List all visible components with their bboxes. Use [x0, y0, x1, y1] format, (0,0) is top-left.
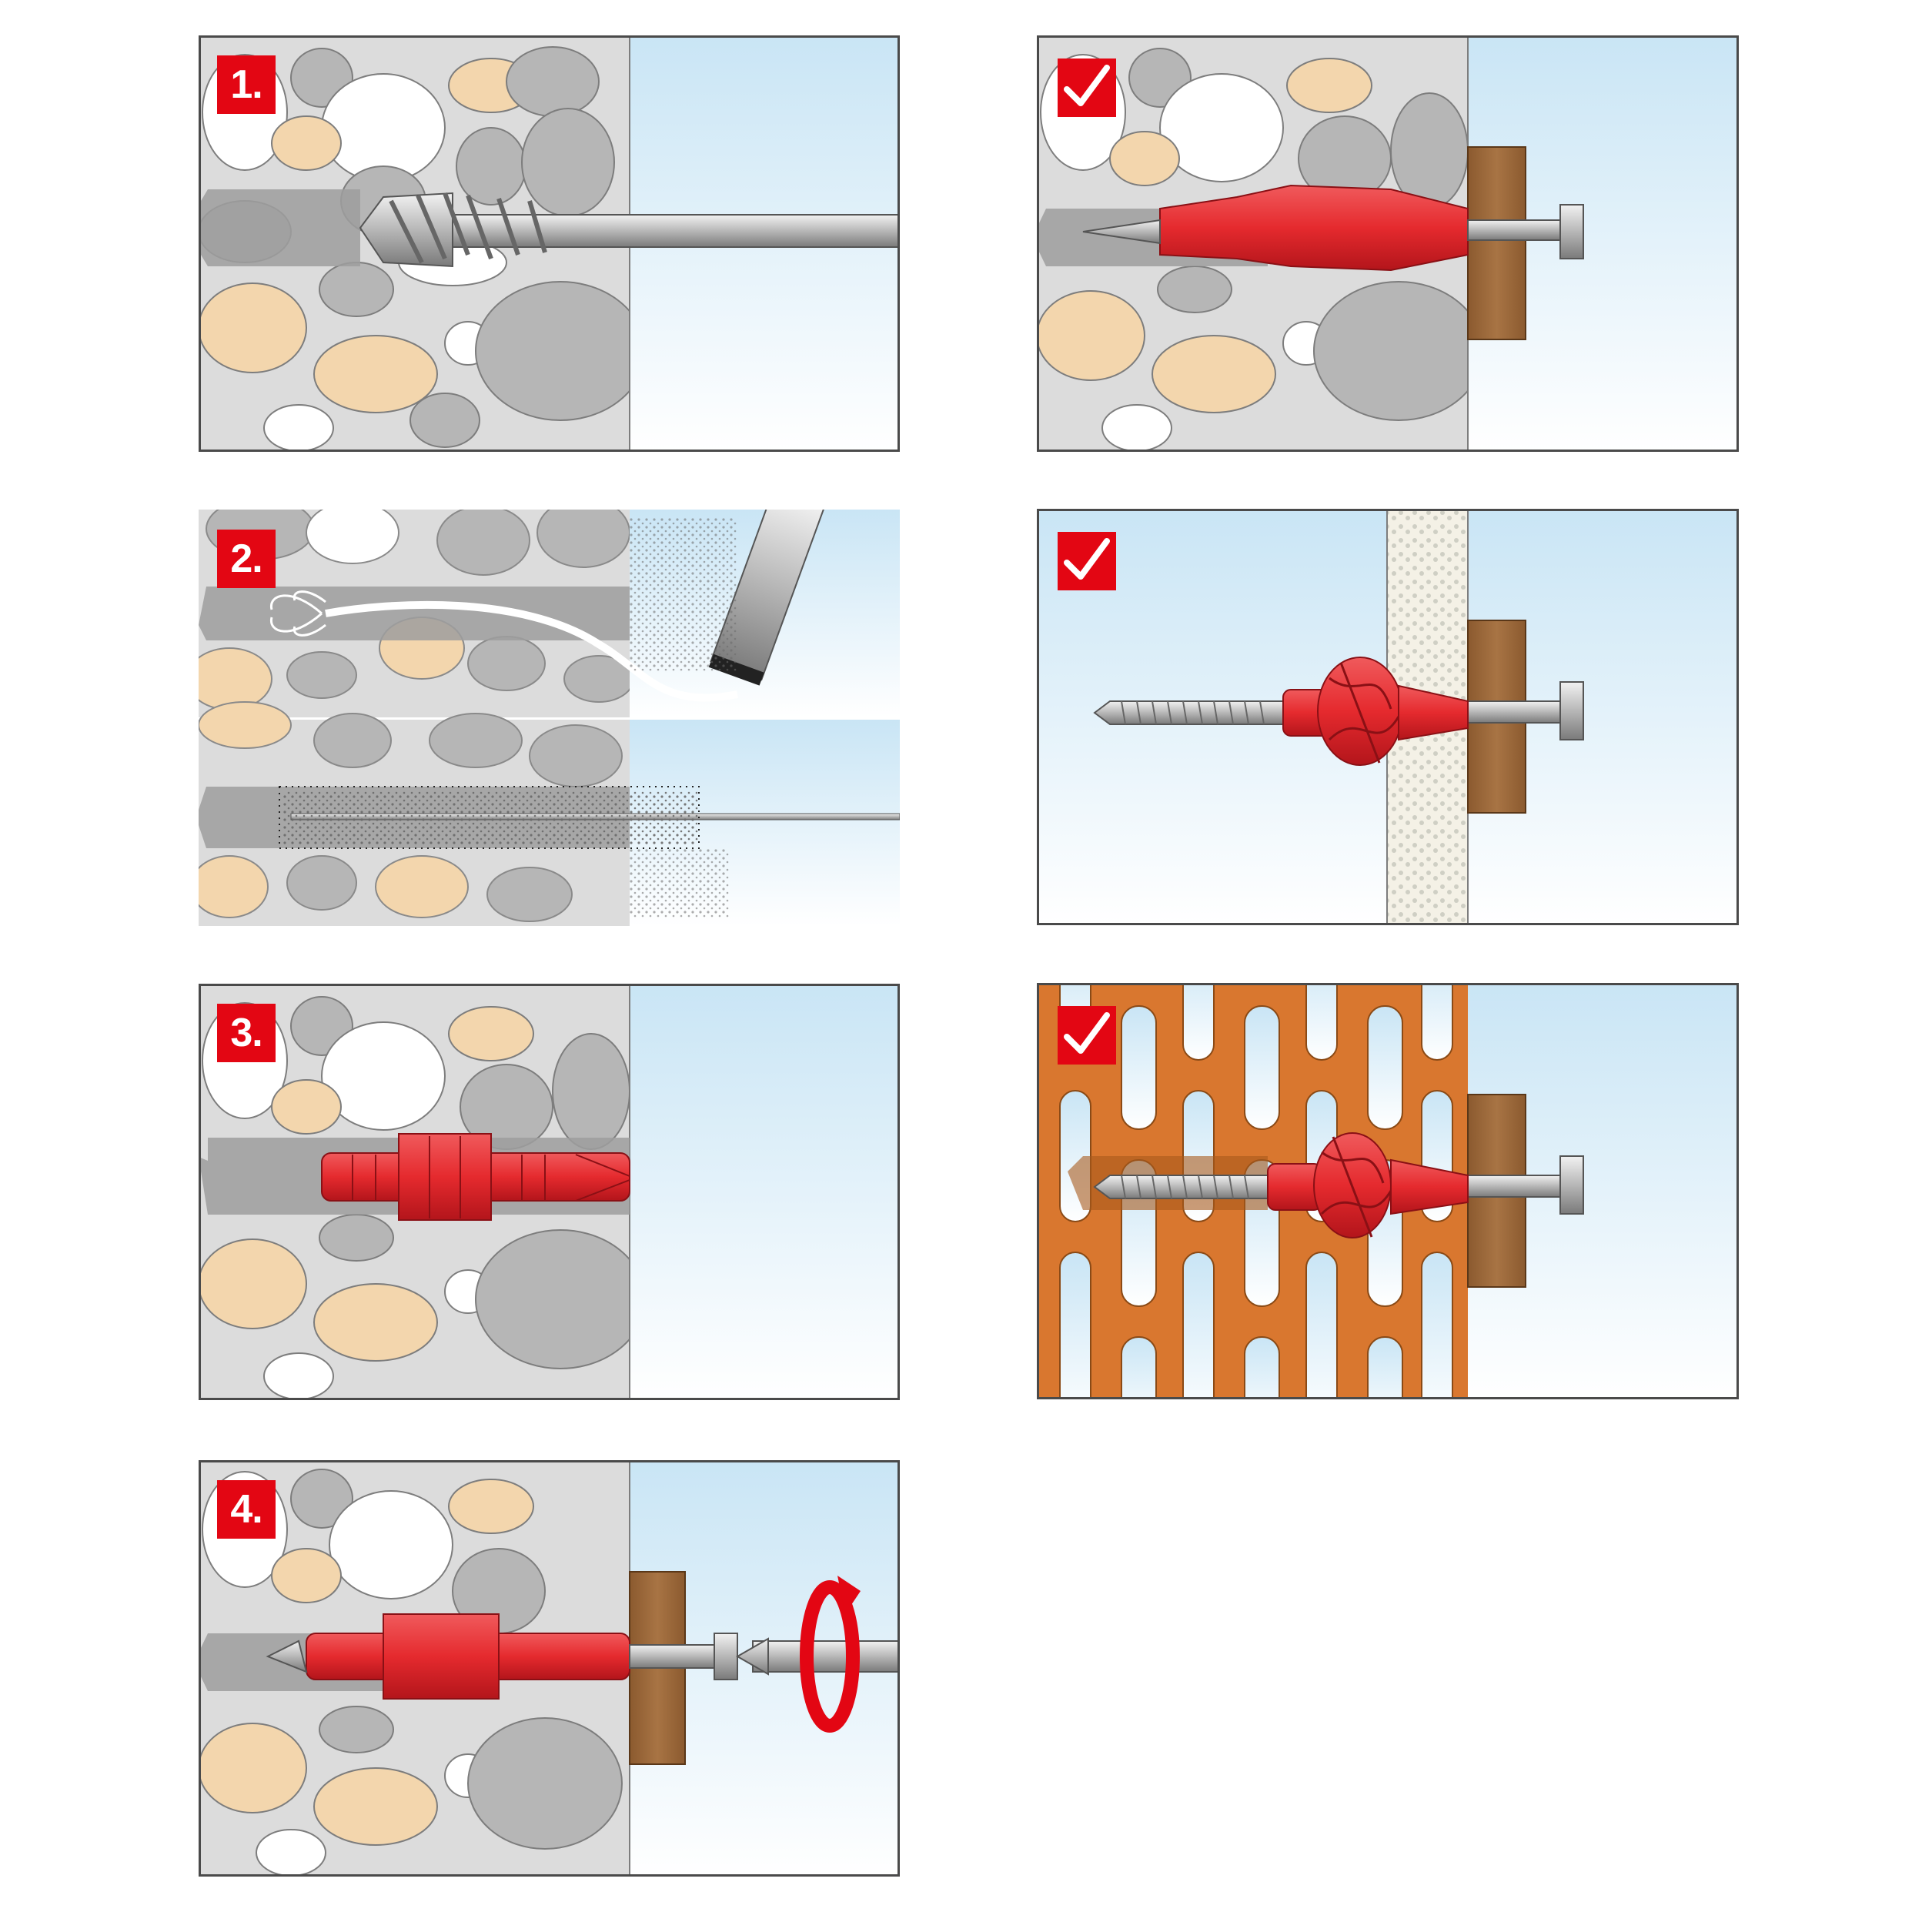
screw-drive-scene [199, 1460, 900, 1877]
dust-cloud [630, 517, 737, 671]
rotate-arrowhead [837, 1576, 861, 1614]
step-1-panel: 1. [199, 35, 900, 452]
plug-insert-scene [199, 984, 900, 1400]
result-panel-solid-masonry [1037, 35, 1739, 452]
air-flow-arrows-icon [269, 590, 326, 637]
stones-lower [199, 701, 623, 922]
check-icon [1058, 1006, 1116, 1065]
step-number-badge: 2. [217, 530, 276, 588]
expanded-plug-icon [1159, 184, 1469, 272]
wooden-fixture [1467, 146, 1526, 340]
drilling-scene [199, 35, 900, 452]
cleaning-brush-icon [279, 786, 900, 849]
step-number-badge: 1. [217, 55, 276, 114]
step-number-badge: 4. [217, 1480, 276, 1539]
wall-plug-icon [321, 1133, 630, 1221]
result-board-scene [1037, 509, 1739, 925]
drill-hole [199, 587, 630, 640]
step-3-panel: 3. [199, 984, 900, 1400]
result-panel-perforated-brick [1037, 983, 1739, 1399]
step-4-panel: 4. [199, 1460, 900, 1877]
screw-icon [1082, 204, 1584, 259]
blower-tube [325, 600, 738, 702]
screw-icon [266, 1633, 738, 1680]
result-panel-board [1037, 509, 1739, 925]
screwdriver-bit-icon [735, 1637, 900, 1676]
check-icon [1058, 58, 1116, 117]
cleaning-scene [199, 510, 900, 926]
drill-hole [199, 189, 360, 266]
screw-icon [1093, 1155, 1584, 1215]
result-brick-scene [1037, 983, 1739, 1399]
rotate-arrow-icon [800, 1580, 860, 1733]
wall-plug-icon [306, 1613, 630, 1700]
step-number-badge: 3. [217, 1004, 276, 1062]
knotted-plug-icon [1282, 657, 1469, 766]
stones [199, 996, 646, 1400]
check-icon [1058, 532, 1116, 590]
step-2-panel: 2. [199, 510, 900, 926]
result-solid-scene [1037, 35, 1739, 452]
drill-bit-icon [359, 192, 900, 268]
knotted-plug-icon [1267, 1132, 1469, 1238]
